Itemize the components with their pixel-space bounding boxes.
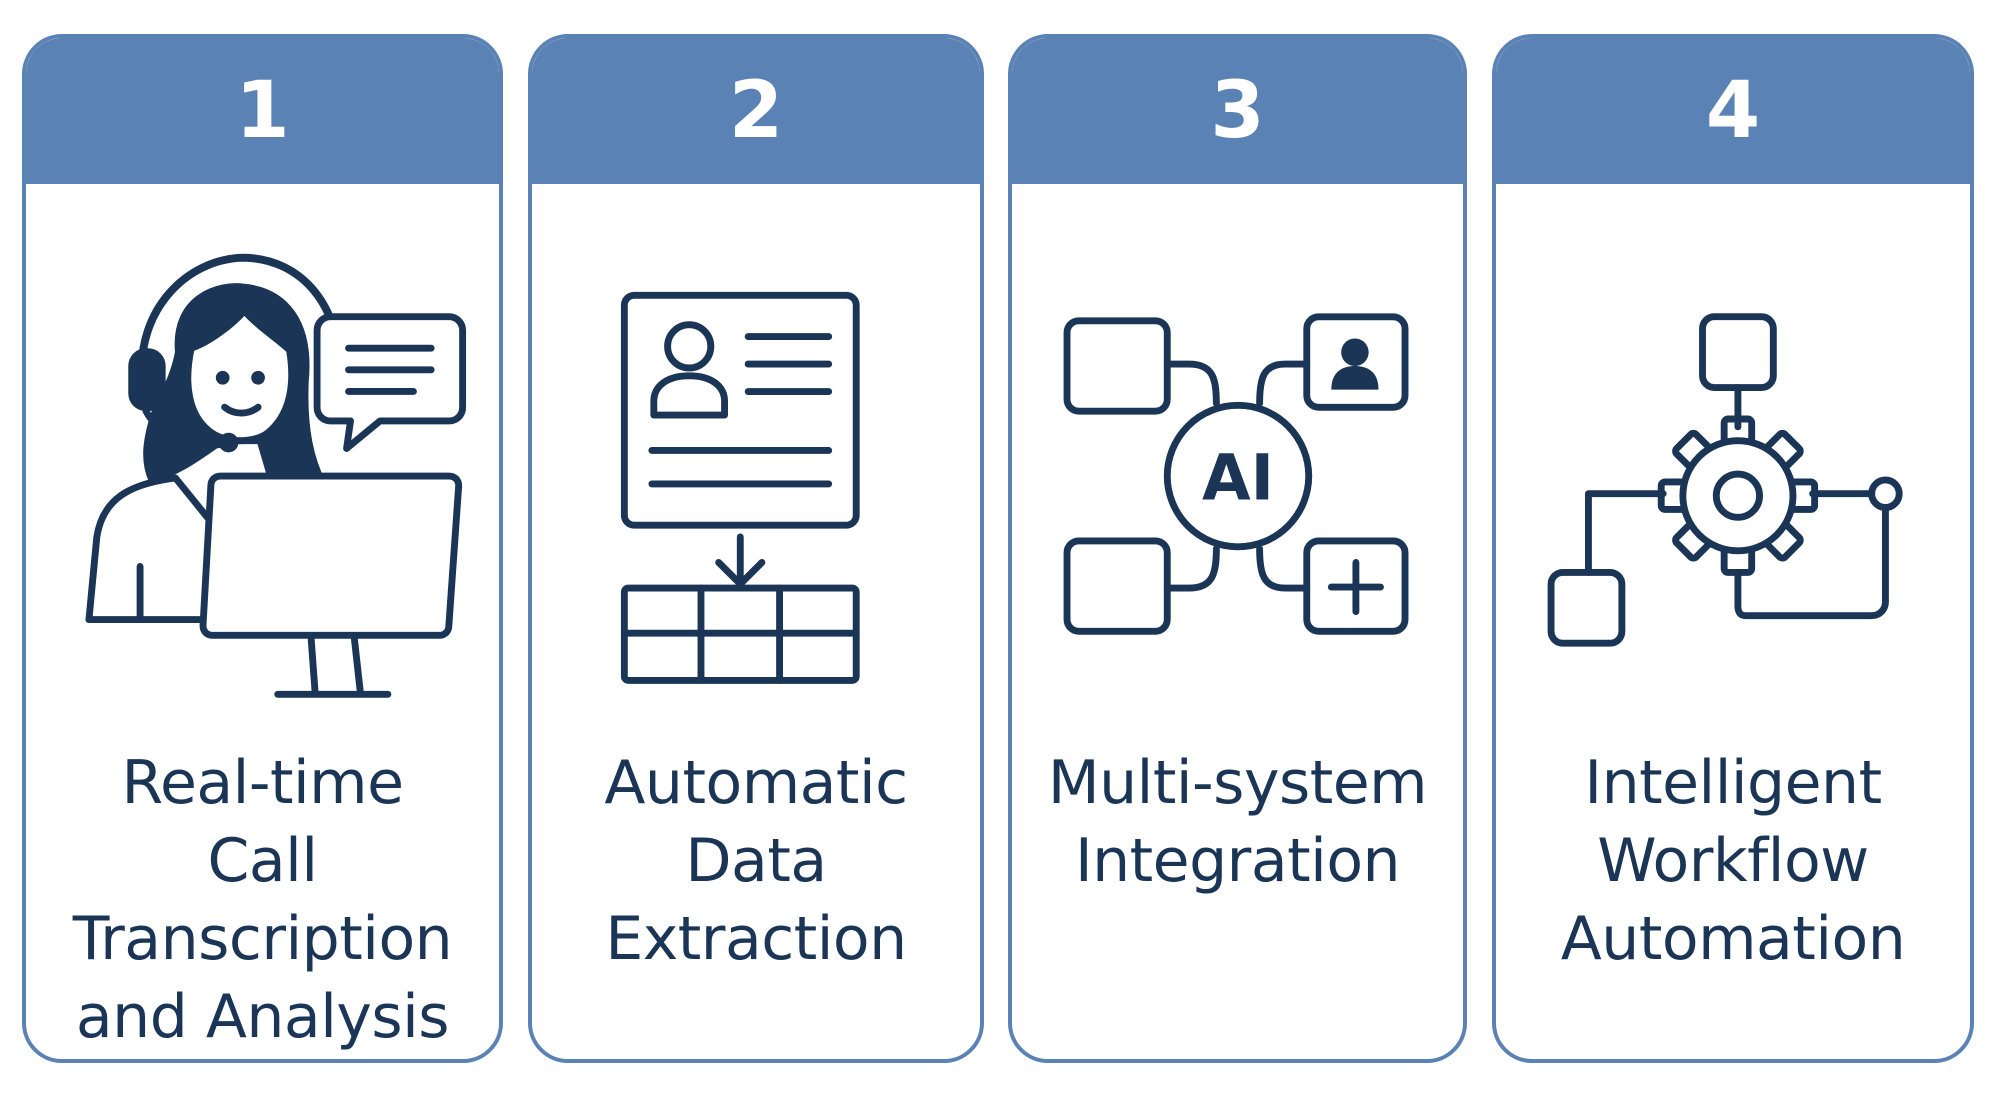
ai-hub-network-icon: AI: [1012, 238, 1463, 718]
step-card-4: 4: [1492, 34, 1974, 1063]
step-number-4: 4: [1705, 66, 1761, 156]
step-title-3: Multi-system Integration: [1047, 748, 1428, 896]
step-header-4: 4: [1496, 38, 1970, 184]
step-header-1: 1: [26, 38, 499, 184]
gear-workflow-icon: [1496, 238, 1970, 718]
agent-headset-computer-icon: [26, 238, 499, 718]
step-number-3: 3: [1210, 66, 1265, 156]
step-card-3: 3 AI Multi-system Integration: [1008, 34, 1467, 1063]
step-header-2: 2: [532, 38, 980, 184]
step-card-2: 2 Automatic Data Extraction: [528, 34, 984, 1063]
step-number-2: 2: [728, 66, 784, 156]
step-title-1: Real-time Call Transcription and Analysi…: [72, 748, 453, 1052]
step-number-1: 1: [235, 66, 290, 156]
step-header-3: 3: [1012, 38, 1463, 184]
step-title-2: Automatic Data Extraction: [604, 748, 908, 974]
document-to-table-icon: [532, 238, 980, 718]
step-title-4: Intelligent Workflow Automation: [1560, 748, 1906, 974]
ai-hub-label: AI: [1202, 442, 1274, 515]
step-card-1: 1: [22, 34, 503, 1063]
